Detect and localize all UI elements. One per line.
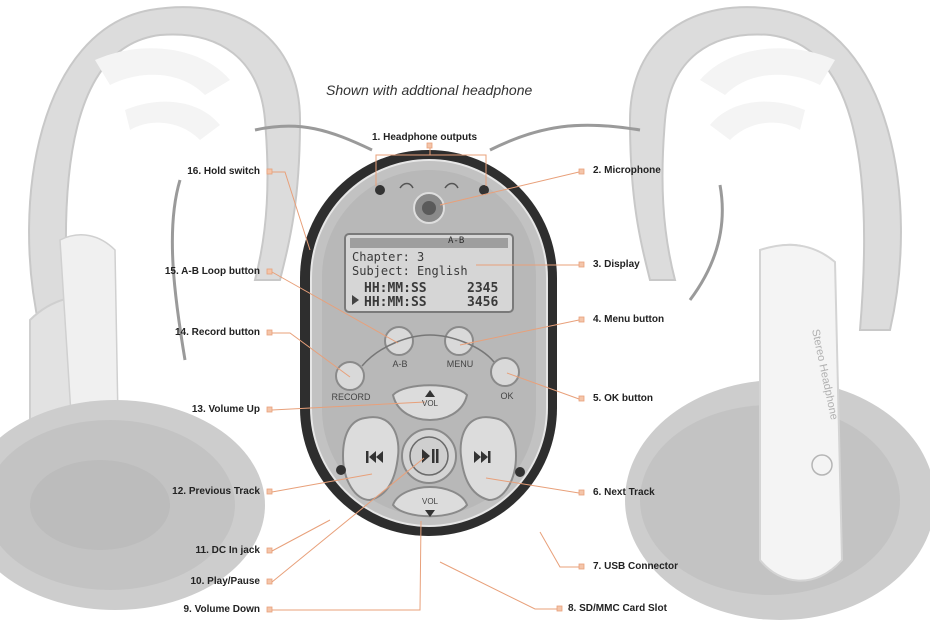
callout-next-track: 6. Next Track — [593, 487, 655, 498]
lcd-line-chapter: Chapter: 3 — [352, 250, 425, 264]
volume-down-button[interactable] — [391, 485, 469, 518]
player-device — [300, 150, 557, 536]
menu-button[interactable] — [444, 326, 474, 356]
play-pause-icon — [422, 449, 439, 463]
callout-play-pause: 10. Play/Pause — [190, 576, 261, 587]
record-button[interactable] — [335, 361, 365, 391]
lcd-time-2: HH:MM:SS — [364, 295, 427, 310]
callout-menu-button: 4. Menu button — [593, 314, 665, 325]
lcd-time-1: HH:MM:SS — [364, 281, 427, 296]
ab-button-label: A-B — [392, 359, 408, 369]
lcd-value-1: 2345 — [467, 281, 499, 296]
ok-button[interactable] — [490, 357, 520, 387]
callout-dc-in-jack: 11. DC In jack — [195, 545, 260, 556]
menu-button-label: MENU — [446, 359, 474, 369]
callout-ok-button: 5. OK button — [593, 393, 653, 404]
callout-volume-up: 13. Volume Up — [191, 404, 260, 415]
volume-down-arrow-icon — [425, 510, 435, 517]
record-button-label: RECORD — [331, 392, 371, 402]
vol-down-label: VOL — [421, 497, 438, 506]
headphone-jack-left — [375, 185, 385, 195]
right-headphone — [625, 6, 930, 620]
headphone-jack-right — [479, 185, 489, 195]
callout-headphone-outputs: 1. Headphone outputs — [372, 132, 477, 143]
lcd-display — [344, 233, 514, 313]
callout-card-slot: 8. SD/MMC Card Slot — [568, 603, 667, 614]
callout-usb-connector: 7. USB Connector — [593, 561, 679, 572]
callout-ab-loop-button: 15. A-B Loop button — [164, 266, 260, 277]
callout-volume-down: 9. Volume Down — [183, 604, 261, 615]
callout-leaders — [271, 147, 580, 611]
next-track-icon — [474, 451, 491, 463]
left-headphone — [0, 6, 302, 610]
volume-up-arrow-icon — [425, 390, 435, 397]
lcd-value-2: 3456 — [467, 295, 499, 310]
lcd-status-bar: A-B — [448, 236, 465, 246]
headphone-symbol-right-icon — [444, 182, 459, 189]
callout-markers — [266, 142, 585, 613]
callout-record-button: 14. Record button — [174, 327, 260, 338]
ok-button-label: OK — [500, 391, 514, 401]
lcd-line-subject: Subject: English — [352, 264, 468, 278]
vol-up-label: VOL — [421, 399, 438, 408]
volume-up-button[interactable] — [391, 384, 469, 422]
callout-microphone: 2. Microphone — [593, 165, 661, 176]
headphone-cables — [170, 123, 724, 361]
callout-hold-switch: 16. Hold switch — [187, 166, 260, 177]
previous-track-icon — [366, 451, 383, 463]
callout-previous-track: 12. Previous Track — [172, 486, 260, 497]
headphone-logo-icon — [811, 454, 833, 476]
previous-track-button[interactable] — [341, 416, 400, 502]
figure-caption: Shown with addtional headphone — [326, 82, 533, 98]
headphone-symbol-left-icon — [399, 182, 414, 189]
callout-display: 3. Display — [593, 259, 640, 270]
cursor-arrow-icon — [352, 295, 359, 305]
